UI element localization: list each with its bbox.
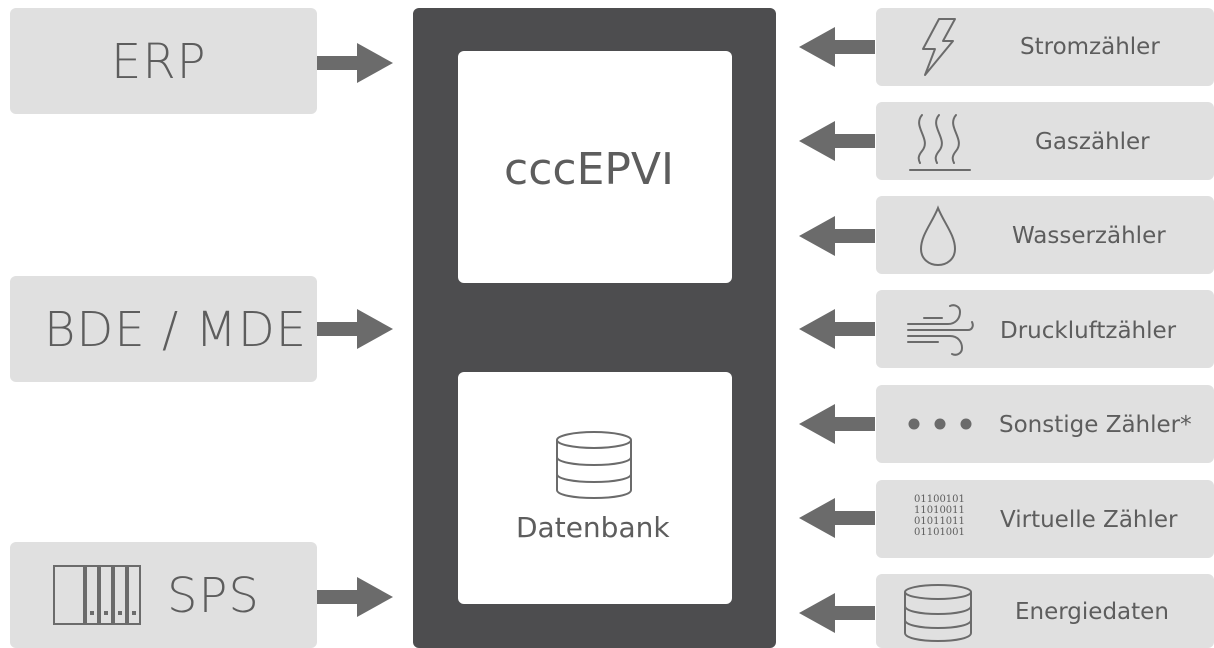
database-icon bbox=[554, 430, 634, 500]
gaszaehler-label: Gaszähler bbox=[1035, 129, 1150, 155]
water-drop-icon bbox=[918, 205, 958, 267]
wasserzaehler-arrow bbox=[797, 216, 875, 256]
erp-label: ERP bbox=[111, 34, 207, 90]
binary-line: 01011011 bbox=[914, 516, 965, 527]
bde-mde-box bbox=[10, 276, 317, 382]
sonstige-zaehler-arrow bbox=[797, 404, 875, 444]
energiedaten-label: Energiedaten bbox=[1015, 599, 1169, 625]
gaszaehler-arrow bbox=[797, 121, 875, 161]
binary-line: 11010011 bbox=[914, 505, 965, 516]
energiedaten-box bbox=[876, 574, 1214, 648]
lightning-icon bbox=[919, 17, 959, 77]
wasserzaehler-box bbox=[876, 196, 1214, 274]
energiedaten-arrow bbox=[797, 593, 875, 633]
druckluftzaehler-label: Druckluftzähler bbox=[1000, 318, 1177, 344]
wind-icon bbox=[904, 302, 976, 358]
rack-modules-icon bbox=[53, 565, 149, 625]
stromzaehler-arrow bbox=[797, 27, 875, 67]
binary-line: 01100101 bbox=[914, 494, 965, 505]
wasserzaehler-label: Wasserzähler bbox=[1012, 223, 1166, 249]
cccepvi-title: cccEPVI bbox=[504, 144, 674, 195]
binary-line: 01101001 bbox=[914, 527, 965, 538]
sps-label: SPS bbox=[167, 568, 260, 624]
bde-mde-label: BDE / MDE bbox=[44, 302, 308, 358]
bde-mde-arrow bbox=[317, 309, 395, 349]
sonstige-zaehler-label: Sonstige Zähler* bbox=[999, 412, 1192, 438]
druckluftzaehler-arrow bbox=[797, 309, 875, 349]
heat-waves-icon bbox=[908, 111, 972, 173]
stromzaehler-box bbox=[876, 8, 1214, 86]
erp-arrow bbox=[317, 43, 395, 83]
cccepvi-card bbox=[458, 51, 732, 283]
database-label: Datenbank bbox=[516, 511, 670, 544]
binary-icon: 01100101 11010011 01011011 01101001 bbox=[914, 494, 965, 538]
virtuelle-zaehler-box bbox=[876, 480, 1214, 558]
dots-icon bbox=[904, 414, 976, 434]
database-icon bbox=[902, 583, 974, 643]
gaszaehler-box bbox=[876, 102, 1214, 180]
sonstige-zaehler-box bbox=[876, 385, 1214, 463]
database-card bbox=[458, 372, 732, 604]
erp-box bbox=[10, 8, 317, 114]
virtuelle-zaehler-arrow bbox=[797, 498, 875, 538]
sps-arrow bbox=[317, 577, 395, 617]
sps-box bbox=[10, 542, 317, 648]
virtuelle-zaehler-label: Virtuelle Zähler bbox=[1000, 507, 1178, 533]
stromzaehler-label: Stromzähler bbox=[1020, 34, 1160, 60]
